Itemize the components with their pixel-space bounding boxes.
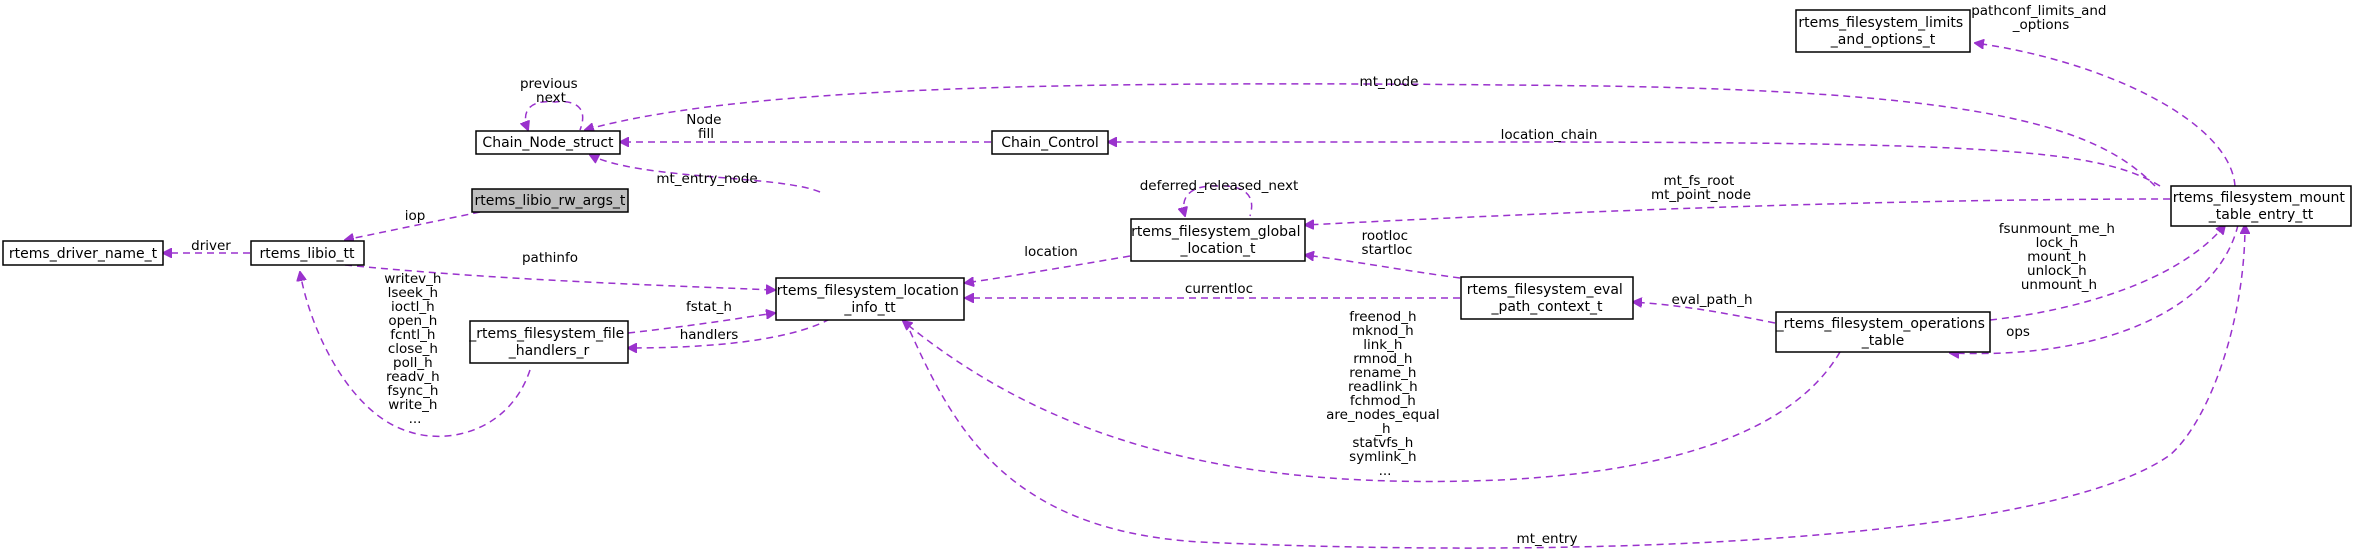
edge-label-mt-fs-root: mt_fs_root mt_point_node: [1651, 173, 1751, 203]
edge-label-handlers: handlers: [680, 327, 739, 343]
node-rtems-filesystem-limits-and-options-t[interactable]: rtems_filesystem_limits _and_options_t: [1795, 9, 1971, 53]
edge-label-eval-path-h: eval_path_h: [1671, 292, 1752, 308]
edge-label-location: location: [1024, 244, 1078, 260]
edge-handlers-list: [300, 272, 531, 438]
svg-text:Chain_Node_struct: Chain_Node_struct: [482, 135, 614, 151]
edge-label-mt-entry-node: mt_entry_node: [656, 171, 757, 187]
node-rtems-libio-rw-args-t[interactable]: rtems_libio_rw_args_t: [471, 188, 629, 213]
edge-label-location-chain: location_chain: [1501, 127, 1598, 143]
edge-label-handlers-list: writev_h lseek_h ioctl_h open_h fcntl_h …: [384, 271, 446, 427]
edge-label-mt-entry: mt_entry: [1517, 531, 1578, 547]
edge-label-pathinfo: pathinfo: [522, 250, 578, 266]
svg-text:rtems_libio_rw_args_t: rtems_libio_rw_args_t: [475, 193, 626, 209]
edge-pathinfo: [344, 264, 775, 290]
svg-text:rtems_libio_tt: rtems_libio_tt: [260, 246, 355, 262]
edge-mt-entry-node: [590, 155, 821, 193]
node-rtems-driver-name-t[interactable]: rtems_driver_name_t: [2, 240, 164, 266]
svg-text:rtems_filesystem_location: rtems_filesystem_location _info_tt: [777, 283, 964, 316]
edge-label-ops-list: freenod_h mknod_h link_h rmnod_h rename_…: [1326, 309, 1444, 479]
node-rtems-filesystem-eval-path-context-t[interactable]: rtems_filesystem_eval _path_context_t: [1460, 276, 1634, 320]
svg-text:rtems_filesystem_global: rtems_filesystem_global _location_t: [1131, 224, 1305, 257]
edge-deferred-self: [1184, 185, 1253, 216]
edge-fstat: [627, 313, 775, 334]
node-rtems-filesystem-file-handlers-r[interactable]: _rtems_filesystem_file _handlers_r: [468, 320, 629, 364]
edge-label-pathconf: pathconf_limits_and _options: [1971, 3, 2111, 33]
edge-pathconf: [1975, 43, 2236, 187]
svg-text:rtems_filesystem_mount _: rtems_filesystem_mount _table_entry_tt: [2173, 190, 2350, 223]
node-rtems-filesystem-location-info-tt[interactable]: rtems_filesystem_location _info_tt: [775, 277, 965, 321]
svg-text:rtems_driver_name_t: rtems_driver_name_t: [9, 246, 158, 262]
edge-chain-self: [525, 100, 584, 130]
edge-iop: [345, 211, 481, 240]
edge-eval-path-h: [1633, 302, 1776, 324]
edge-label-fsunmount: fsunmount_me_h lock_h mount_h unlock_h u…: [1999, 221, 2120, 293]
edge-label-currentloc: currentloc: [1185, 281, 1253, 297]
node-rtems-filesystem-global-location-t[interactable]: rtems_filesystem_global _location_t: [1130, 218, 1306, 262]
svg-text:rtems_filesystem_limits: rtems_filesystem_limits _and_options_t: [1798, 15, 1967, 48]
edge-label-driver: driver: [191, 238, 231, 254]
node-rtems-filesystem-mount-table-entry-tt[interactable]: rtems_filesystem_mount _table_entry_tt: [2170, 185, 2352, 227]
node-chain-control[interactable]: Chain_Control: [991, 130, 1109, 155]
edge-rootloc: [1305, 255, 1461, 279]
edge-mt-fs-root: [1305, 198, 2171, 225]
svg-text:Chain_Control: Chain_Control: [1001, 135, 1099, 151]
edge-ops: [1950, 224, 2239, 354]
node-rtems-libio-tt[interactable]: rtems_libio_tt: [250, 240, 365, 266]
edge-label-rootloc: rootloc startloc: [1362, 228, 1413, 258]
edge-mt-node: [585, 83, 2156, 187]
svg-text:rtems_filesystem_eval _p: rtems_filesystem_eval _path_context_t: [1467, 282, 1628, 315]
edge-label-deferred: deferred_released_next: [1140, 178, 1299, 194]
edge-label-fstat: fstat_h: [686, 299, 732, 315]
node-rtems-filesystem-operations-table[interactable]: _rtems_filesystem_operations _table: [1775, 311, 1991, 353]
edge-label-chain-control: Node fill: [686, 112, 726, 142]
edge-location: [965, 255, 1131, 283]
svg-text:_rtems_filesystem_file _: _rtems_filesystem_file _handlers_r: [468, 326, 629, 359]
svg-text:_rtems_filesystem_operations: _rtems_filesystem_operations _table: [1776, 316, 1990, 349]
edge-ops-list: [903, 321, 1841, 483]
edge-location-chain: [1108, 142, 2161, 187]
edge-label-chain-self: previous next: [520, 76, 582, 106]
edge-handlers: [628, 318, 831, 348]
node-chain-node-struct[interactable]: Chain_Node_struct: [475, 130, 621, 155]
edge-label-iop: iop: [405, 208, 426, 224]
edge-fsunmount: [1989, 225, 2225, 321]
edge-label-ops: ops: [2006, 324, 2030, 340]
edge-label-mt-node: mt_node: [1360, 74, 1419, 90]
edge-mt-entry: [904, 225, 2245, 549]
